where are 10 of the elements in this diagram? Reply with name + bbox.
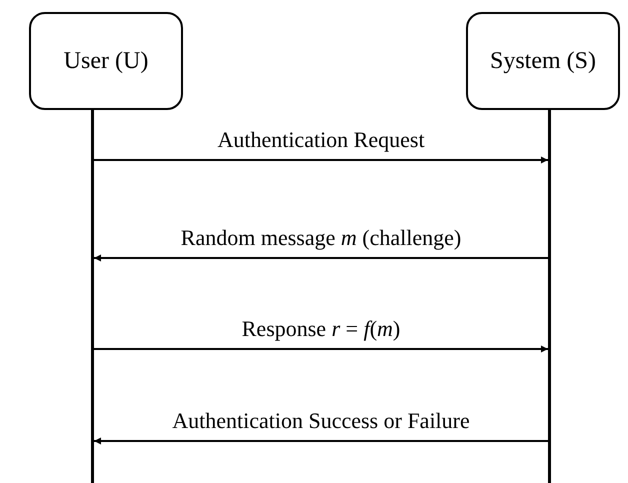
message-arrow [94, 438, 548, 444]
participant-box [29, 12, 183, 110]
message-arrow [94, 156, 548, 164]
message-arrow [94, 254, 548, 262]
participant-name: User (U) [64, 47, 148, 76]
participant-name: System (S) [490, 47, 596, 76]
lifeline [91, 110, 94, 483]
message-arrow [94, 346, 548, 352]
lifeline [548, 110, 551, 483]
participant-box [466, 12, 620, 110]
